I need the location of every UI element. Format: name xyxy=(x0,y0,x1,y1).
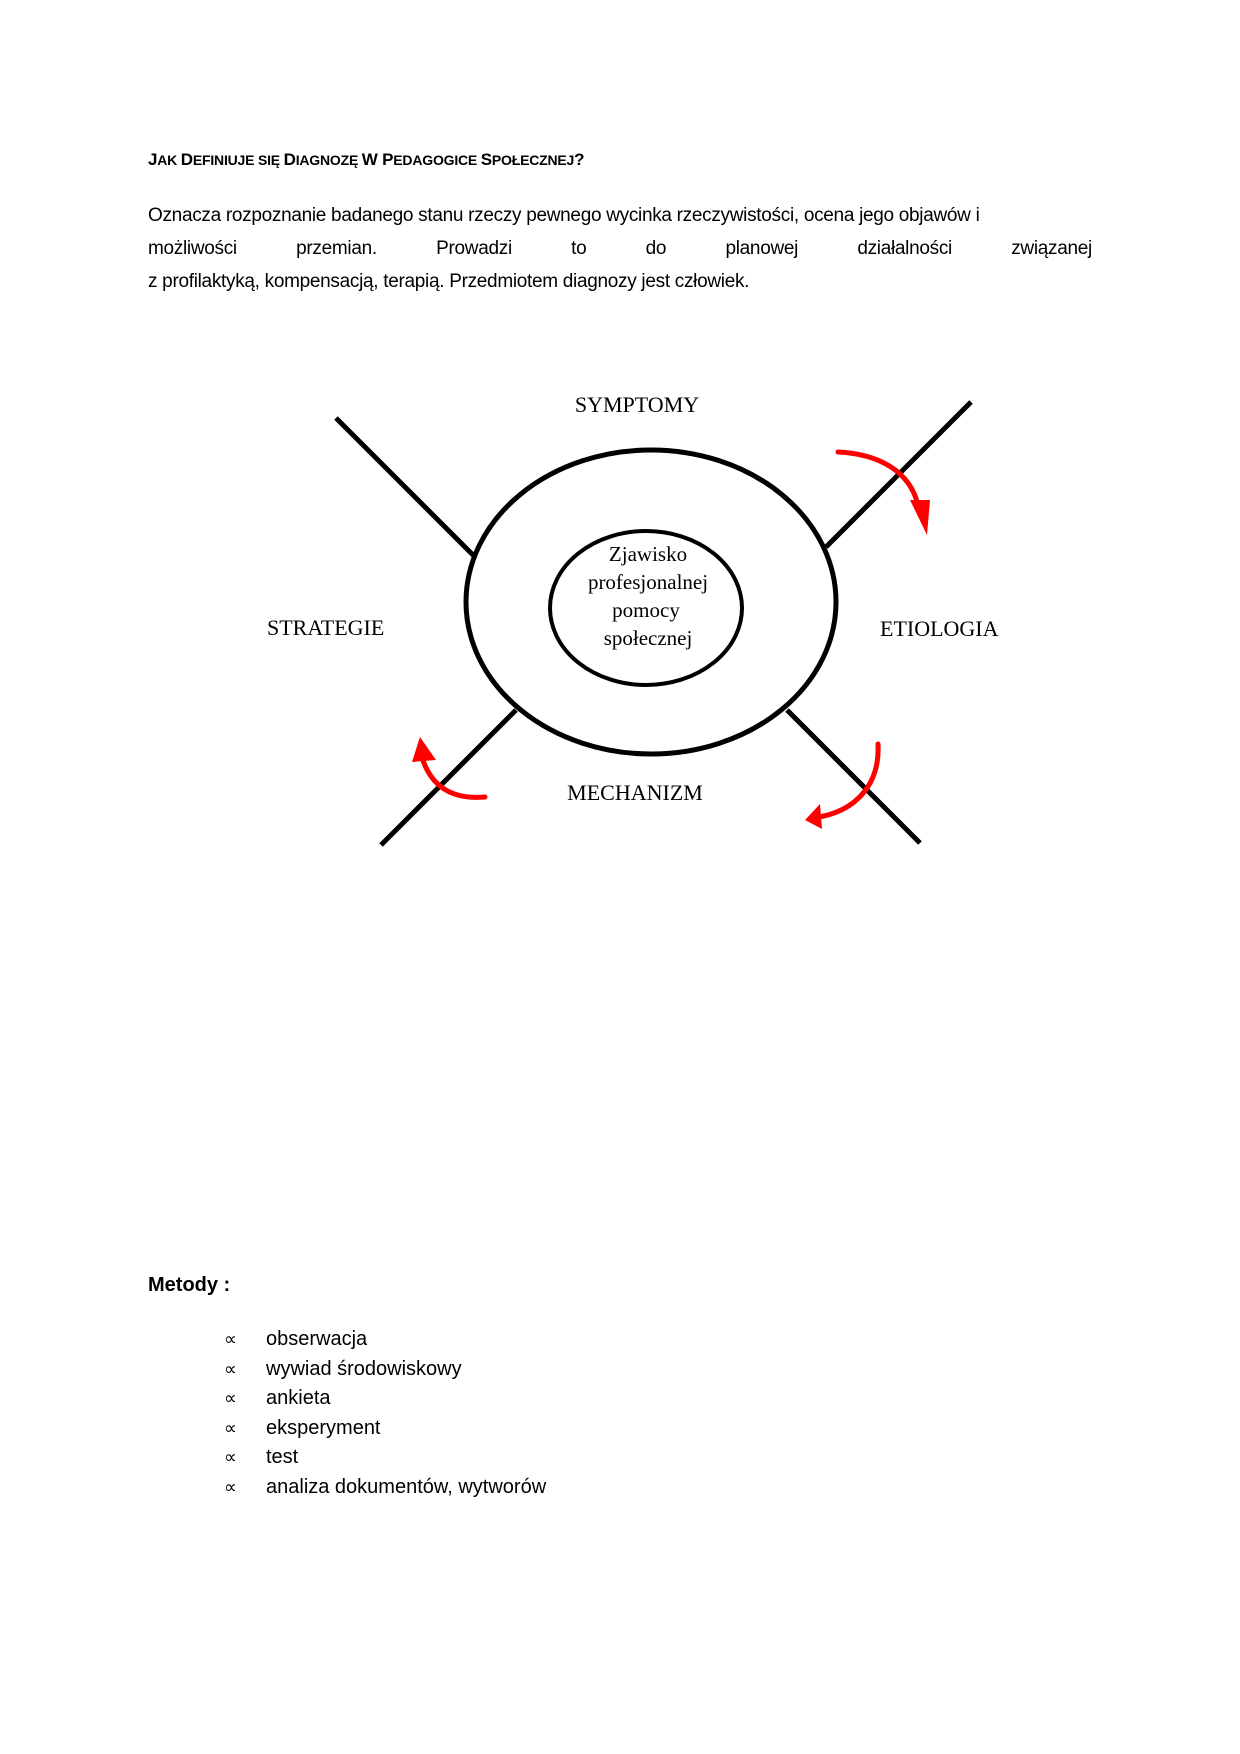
method-item: ∝ ankieta xyxy=(224,1384,546,1414)
label-symptomy: SYMPTOMY xyxy=(575,392,699,417)
heading-part: POŁECZNEJ xyxy=(491,152,575,168)
outer-ellipse xyxy=(463,447,839,757)
diagonal-line-bottom-right xyxy=(785,708,922,845)
heading-part: IAGNOZĘ xyxy=(295,152,362,168)
method-item: ∝ test xyxy=(224,1443,546,1473)
method-item: ∝ wywiad środowiskowy xyxy=(224,1355,546,1385)
proportional-bullet-icon: ∝ xyxy=(224,1388,237,1409)
definition-paragraph: Oznacza rozpoznanie badanego stanu rzecz… xyxy=(148,199,1092,298)
proportional-bullet-icon: ∝ xyxy=(224,1447,237,1468)
proportional-bullet-icon: ∝ xyxy=(224,1358,237,1379)
proportional-bullet-icon: ∝ xyxy=(224,1329,237,1350)
proportional-bullet-icon: ∝ xyxy=(224,1417,237,1438)
inner-ellipse xyxy=(548,529,744,687)
heading-part: S xyxy=(480,150,492,169)
label-mechanizm: MECHANIZM xyxy=(567,780,703,805)
method-item: ∝ obserwacja xyxy=(224,1325,546,1355)
paragraph-word: przemian. xyxy=(296,238,377,259)
arrow-head-bottom-right xyxy=(805,804,822,829)
method-label: analiza dokumentów, wytworów xyxy=(266,1475,547,1498)
heading-part: P xyxy=(382,150,394,169)
method-label: test xyxy=(266,1446,299,1469)
paragraph-word: działalności xyxy=(857,238,952,259)
methods-list: ∝obserwacja∝wywiad środowiskowy∝ankieta∝… xyxy=(224,1325,546,1502)
method-label: ankieta xyxy=(266,1387,331,1410)
method-label: obserwacja xyxy=(266,1328,368,1351)
paragraph-word: związanej xyxy=(1011,238,1092,259)
heading-part: W xyxy=(361,150,383,169)
heading-part: AK xyxy=(157,152,181,168)
label-strategie: STRATEGIE xyxy=(267,615,384,640)
method-item: ∝ analiza dokumentów, wytworów xyxy=(224,1473,546,1503)
paragraph-word: do xyxy=(645,238,667,259)
center-text-line-4: społecznej xyxy=(604,626,693,650)
heading-part: D xyxy=(180,150,193,169)
label-etiologia: ETIOLOGIA xyxy=(880,616,999,641)
methods-title: Metody : xyxy=(148,1274,231,1296)
paragraph-word: planowej xyxy=(725,238,799,259)
diagonal-line-top-left xyxy=(334,416,477,559)
heading-part: EDAGOGICE xyxy=(393,152,481,168)
paragraph-line-3: z profilaktyką, kompensacją, terapią. Pr… xyxy=(148,271,750,292)
heading-part: D xyxy=(283,150,296,169)
heading-part: ? xyxy=(574,150,585,169)
heading-part: EFINIUJE SIĘ xyxy=(192,152,284,168)
diagnosis-diagram: SYMPTOMY STRATEGIE ETIOLOGIA MECHANIZM Z… xyxy=(267,392,999,847)
document-heading: JAK DEFINIUJE SIĘ DIAGNOZĘ W PEDAGOGICE … xyxy=(148,150,585,170)
arrow-bottom-right xyxy=(810,741,881,821)
paragraph-line-2: możliwości przemian. Prowadzi to do planowej d… xyxy=(148,232,1092,265)
center-text-line-2: profesjonalnej xyxy=(588,570,708,594)
arrow-top-right xyxy=(835,449,921,508)
paragraph-word: Prowadzi xyxy=(436,238,512,259)
arrow-head-top-right xyxy=(910,500,930,535)
paragraph-word: to xyxy=(571,238,587,259)
paragraph-line-1: Oznacza rozpoznanie badanego stanu rzecz… xyxy=(148,205,980,226)
paragraph-word: możliwości xyxy=(148,238,237,259)
method-item: ∝ eksperyment xyxy=(224,1414,546,1444)
arrow-heads xyxy=(412,500,930,829)
proportional-bullet-icon: ∝ xyxy=(224,1476,237,1497)
heading-part: J xyxy=(148,150,158,169)
arrow-head-bottom-left xyxy=(412,737,436,762)
center-text-line-3: pomocy xyxy=(612,598,680,622)
method-label: wywiad środowiskowy xyxy=(266,1357,462,1380)
diagonal-line-bottom-left xyxy=(379,708,518,847)
center-text-line-1: Zjawisko xyxy=(609,542,687,566)
method-label: eksperyment xyxy=(266,1416,381,1439)
